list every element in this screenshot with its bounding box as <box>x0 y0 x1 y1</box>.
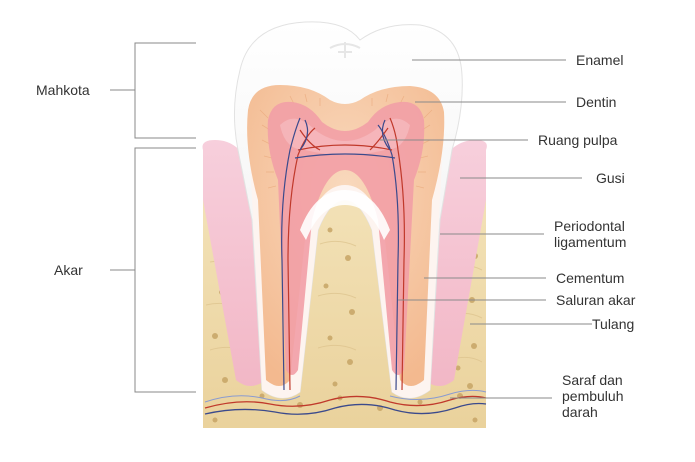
label-periodontal-ligamentum: Periodontal ligamentum <box>554 218 626 250</box>
label-cementum: Cementum <box>556 270 625 286</box>
label-mahkota: Mahkota <box>36 82 90 98</box>
pulp-highlight <box>280 118 410 155</box>
pulp-vessels <box>281 117 405 391</box>
base-vessels <box>204 389 487 415</box>
label-ruang-pulpa: Ruang pulpa <box>538 132 618 148</box>
label-tulang: Tulang <box>592 316 635 332</box>
label-saraf-line2: pembuluh <box>562 388 624 404</box>
pulp-chamber <box>267 101 425 376</box>
dentin-tubules <box>259 93 433 189</box>
label-dentin: Dentin <box>576 94 617 110</box>
bracket-akar <box>110 147 196 393</box>
label-gusi: Gusi <box>596 170 625 186</box>
crown-fissure <box>329 42 361 58</box>
label-enamel: Enamel <box>576 52 624 68</box>
label-saraf-line3: darah <box>562 404 598 420</box>
label-akar: Akar <box>54 262 83 278</box>
root-canal-inner <box>300 190 390 240</box>
label-saraf-pembuluh-darah: Saraf dan pembuluh darah <box>562 372 624 420</box>
bracket-mahkota <box>110 42 196 139</box>
label-saraf-line1: Saraf dan <box>562 372 623 388</box>
leader-lines <box>380 59 592 399</box>
label-periodontal-line2: ligamentum <box>554 234 627 250</box>
label-saluran-akar: Saluran akar <box>556 292 636 308</box>
label-periodontal-line1: Periodontal <box>554 218 625 234</box>
